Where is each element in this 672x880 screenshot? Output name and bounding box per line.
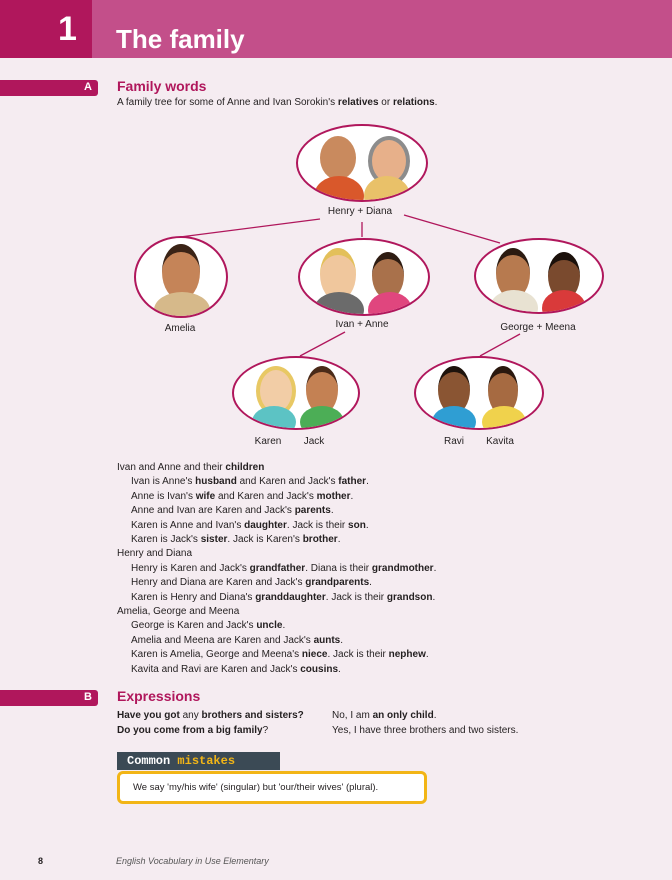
family-line: Amelia, George and Meena — [117, 606, 240, 618]
expression-a2: Yes, I have three brothers and two siste… — [332, 725, 519, 736]
family-line: Karen is Amelia, George and Meena's niec… — [131, 649, 429, 661]
section-a-tab: A — [0, 80, 98, 96]
label-amelia: Amelia — [164, 323, 196, 334]
diana-shirt — [364, 176, 410, 200]
page-number: 8 — [38, 856, 44, 866]
label-ravi: Ravi — [443, 436, 464, 447]
family-line: Henry and Diana — [117, 548, 193, 560]
anne-shirt — [368, 292, 412, 314]
expression-q1: Have you got any brothers and sisters? — [117, 710, 304, 721]
family-line: Karen is Anne and Ivan's daughter. Jack … — [131, 519, 369, 531]
unit-title: The family — [116, 24, 245, 54]
henry-face — [320, 136, 356, 180]
common-mistakes-heading: Common mistakes — [117, 752, 280, 770]
photo-karen-jack — [232, 356, 360, 430]
photo-ivan-anne — [298, 238, 430, 316]
family-line: Amelia and Meena are Karen and Jack's au… — [131, 634, 344, 646]
ivan-shirt — [314, 292, 364, 314]
section-b-tab: B — [0, 690, 98, 706]
photo-george-meena — [474, 238, 604, 314]
unit-header-band — [0, 0, 672, 58]
book-title: English Vocabulary in Use Elementary — [116, 856, 269, 866]
anne-face — [372, 252, 404, 299]
common-mistakes-text: We say 'my/his wife' (singular) but 'our… — [133, 782, 379, 793]
family-line: Kavita and Ravi are Karen and Jack's cou… — [131, 663, 341, 675]
label-kavita: Kavita — [486, 436, 514, 447]
karen-shirt — [252, 406, 296, 428]
meena-shirt — [542, 290, 586, 312]
label-karen: Karen — [254, 436, 282, 447]
family-line: Ivan and Anne and their children — [117, 462, 265, 473]
family-line: Karen is Jack's sister. Jack is Karen's … — [131, 534, 341, 546]
section-b-letter: B — [84, 691, 92, 703]
family-line: Ivan is Anne's husband and Karen and Jac… — [131, 476, 369, 488]
family-line: Karen is Henry and Diana's granddaughter… — [131, 591, 436, 603]
photo-amelia — [134, 236, 228, 318]
label-henry-diana: Henry + Diana — [327, 206, 393, 217]
amelia-shirt — [154, 292, 210, 316]
section-a-letter: A — [84, 81, 92, 93]
ravi-shirt — [432, 406, 476, 428]
henry-shirt — [314, 176, 364, 200]
label-ivan-anne: Ivan + Anne — [335, 319, 389, 330]
family-line: Henry and Diana are Karen and Jack's gra… — [131, 577, 372, 589]
jack-shirt — [300, 406, 344, 428]
family-line: Henry is Karen and Jack's grandfather. D… — [131, 562, 437, 574]
photo-henry-diana — [296, 124, 428, 202]
family-line: Anne and Ivan are Karen and Jack's paren… — [131, 505, 334, 517]
george-shirt — [490, 290, 538, 312]
common-mistakes-box: We say 'my/his wife' (singular) but 'our… — [117, 771, 427, 804]
family-line: Anne is Ivan's wife and Karen and Jack's… — [131, 490, 354, 502]
family-tree-lines — [179, 214, 521, 357]
unit-number-box — [0, 0, 92, 58]
unit-number: 1 — [58, 10, 77, 48]
expression-a1: No, I am an only child. — [332, 710, 437, 721]
kavita-shirt — [482, 406, 526, 428]
expression-q2: Do you come from a big family? — [117, 725, 269, 736]
section-a-intro: A family tree for some of Anne and Ivan … — [117, 97, 438, 108]
section-b-title: Expressions — [117, 688, 201, 704]
label-jack: Jack — [303, 436, 325, 447]
family-line: George is Karen and Jack's uncle. — [131, 620, 286, 632]
label-george-meena: George + Meena — [500, 322, 576, 333]
section-a-title: Family words — [117, 78, 207, 94]
photo-ravi-kavita — [414, 356, 544, 430]
amelia-face — [162, 244, 200, 300]
